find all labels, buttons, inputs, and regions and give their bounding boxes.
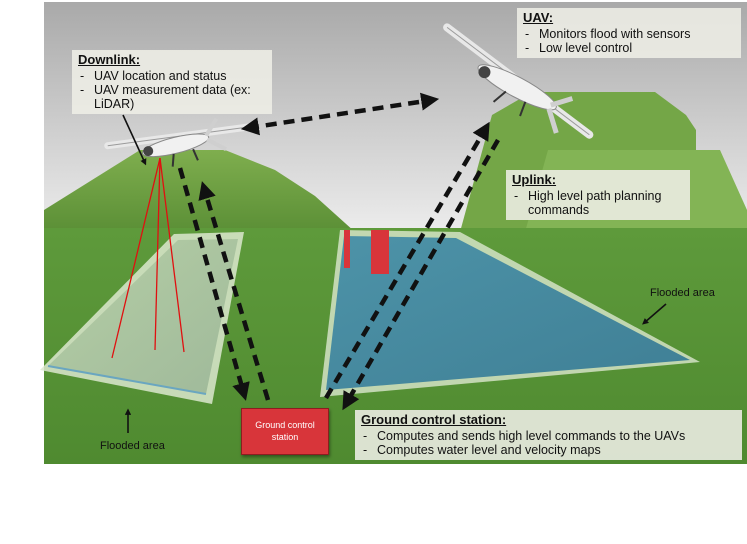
ground-station-title: Ground control station: <box>361 412 507 427</box>
downlink-callout: Downlink: UAV location and status UAV me… <box>72 50 272 114</box>
uav-item: Monitors flood with sensors <box>523 27 735 41</box>
ground-control-station: Ground control station <box>241 408 329 455</box>
uplink-item: High level path planning commands <box>512 189 684 217</box>
pointer-arrows <box>122 114 667 433</box>
downlink-title: Downlink: <box>78 52 141 67</box>
uav-item: Low level control <box>523 41 735 55</box>
water-level-marker-icon <box>344 230 350 268</box>
uav-title: UAV: <box>523 10 554 25</box>
ground-control-station-label: Ground control station <box>255 420 315 442</box>
downlink-arrow-left <box>177 167 250 401</box>
flooded-area-label-left: Flooded area <box>100 440 165 452</box>
ground-station-item: Computes water level and velocity maps <box>361 443 736 457</box>
uplink-callout: Uplink: High level path planning command… <box>506 170 690 220</box>
flooded-area-label-right: Flooded area <box>650 287 715 299</box>
flooded-area-right-pointer <box>642 303 667 325</box>
downlink-arrow-right <box>342 138 500 411</box>
uplink-arrow-right <box>324 121 490 400</box>
uav-to-uav-link <box>240 92 440 136</box>
communication-links <box>177 92 500 411</box>
left-flooded-area-edge <box>47 365 207 395</box>
ground-station-item: Computes and sends high level commands t… <box>361 429 736 443</box>
downlink-item: UAV location and status <box>78 69 266 83</box>
lidar-beams <box>111 157 185 359</box>
downlink-pointer <box>122 114 147 166</box>
right-flooded-area <box>326 236 690 390</box>
uav-drone-icon <box>443 23 594 139</box>
uav-callout: UAV: Monitors flood with sensors Low lev… <box>517 8 741 58</box>
water-level-marker-icon <box>371 230 389 274</box>
uav-drone-icon <box>104 117 253 167</box>
downlink-item: UAV measurement data (ex: LiDAR) <box>78 83 266 111</box>
left-flooded-area <box>48 239 238 394</box>
uplink-title: Uplink: <box>512 172 557 187</box>
uplink-arrow-left <box>198 181 271 401</box>
ground-station-callout: Ground control station: Computes and sen… <box>355 410 742 460</box>
